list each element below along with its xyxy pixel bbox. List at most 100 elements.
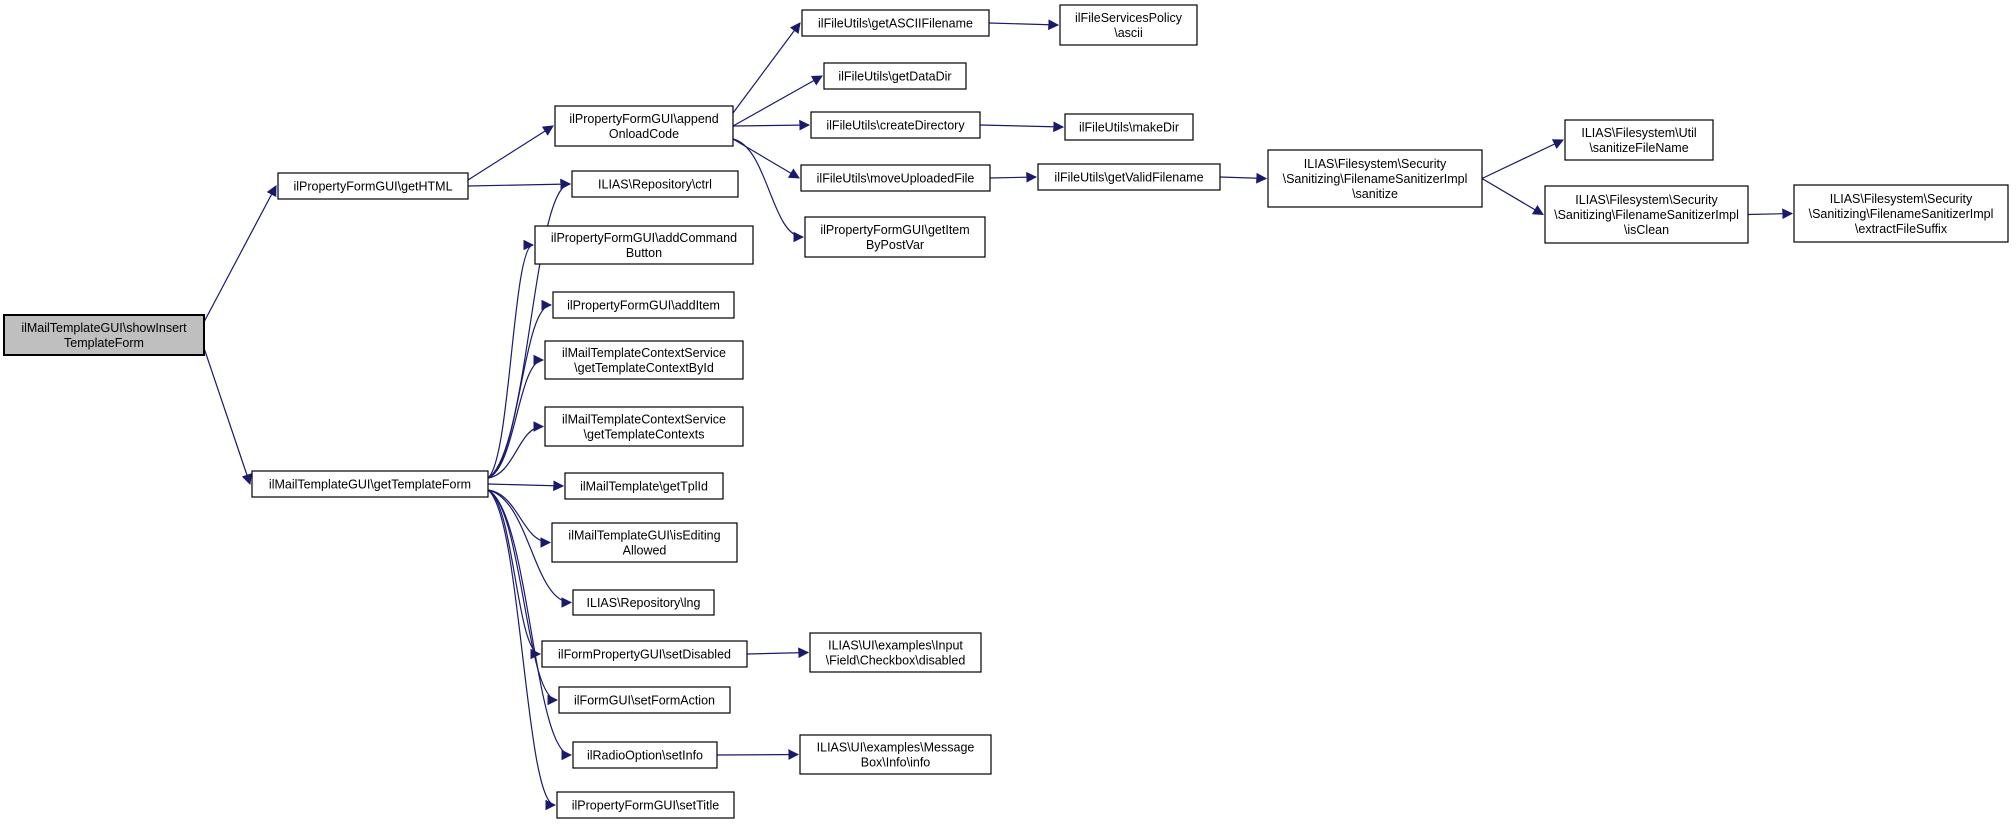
node-get-ascii-filename[interactable]: ilFileUtils\getASCIIFilename — [801, 9, 990, 37]
node-box-add-item[interactable] — [552, 291, 735, 319]
edge-sanitize-to-is-clean — [1481, 177, 1544, 216]
node-set-form-action[interactable]: ilFormGUI\setFormAction — [558, 686, 731, 714]
node-box-get-data-dir[interactable] — [823, 62, 967, 90]
node-box-get-template-context-by-id[interactable] — [544, 340, 744, 380]
node-label-add-command-button-line-1: Button — [626, 246, 662, 260]
node-move-uploaded-file[interactable]: ilFileUtils\moveUploadedFile — [800, 164, 991, 192]
node-extract-file-suffix[interactable]: ILIAS\Filesystem\Security\Sanitizing\Fil… — [1793, 184, 2009, 243]
node-box-get-valid-filename[interactable] — [1037, 163, 1221, 191]
node-sanitize[interactable]: ILIAS\Filesystem\Security\Sanitizing\Fil… — [1267, 149, 1483, 208]
node-box-checkbox-disabled[interactable] — [809, 632, 982, 673]
node-box-sanitize[interactable] — [1267, 149, 1483, 208]
node-set-info[interactable]: ilRadioOption\setInfo — [572, 741, 718, 769]
node-box-get-template-form[interactable] — [251, 470, 489, 498]
edge-append-onload-code-to-create-directory — [732, 119, 811, 131]
node-box-extract-file-suffix[interactable] — [1793, 184, 2009, 243]
node-label-is-editing-allowed-line-1: Allowed — [623, 544, 667, 558]
node-get-data-dir[interactable]: ilFileUtils\getDataDir — [823, 62, 967, 90]
edge-create-directory-to-make-dir — [979, 121, 1065, 133]
node-box-ctrl[interactable] — [571, 170, 739, 198]
node-get-html[interactable]: ilPropertyFormGUI\getHTML — [277, 172, 469, 200]
node-label-get-valid-filename-line-0: ilFileUtils\getValidFilename — [1054, 171, 1203, 185]
node-label-get-tpl-id-line-0: ilMailTemplate\getTplId — [580, 480, 708, 494]
node-box-sanitize-file-name[interactable] — [1564, 119, 1714, 161]
edge-append-onload-code-to-get-data-dir — [732, 75, 823, 127]
edge-append-onload-code-to-move-uploaded-file — [732, 138, 800, 179]
node-set-title[interactable]: ilPropertyFormGUI\setTitle — [556, 791, 735, 819]
node-box-set-disabled[interactable] — [541, 640, 748, 668]
edge-get-template-form-to-lng — [487, 489, 573, 608]
node-label-get-template-form-line-0: ilMailTemplateGUI\getTemplateForm — [269, 478, 471, 492]
node-add-item[interactable]: ilPropertyFormGUI\addItem — [552, 291, 735, 319]
edge-get-template-form-to-add-item — [487, 299, 553, 479]
edge-get-template-form-to-get-template-context-by-id — [487, 354, 545, 479]
node-checkbox-disabled[interactable]: ILIAS\UI\examples\Input\Field\Checkbox\d… — [809, 632, 982, 673]
node-make-dir[interactable]: ilFileUtils\makeDir — [1064, 113, 1194, 141]
node-box-append-onload-code[interactable] — [554, 105, 734, 147]
node-label-ascii-line-0: ilFileServicesPolicy — [1075, 11, 1183, 25]
node-is-clean[interactable]: ILIAS\Filesystem\Security\Sanitizing\Fil… — [1544, 185, 1749, 244]
node-box-get-ascii-filename[interactable] — [801, 9, 990, 37]
node-label-create-directory-line-0: ilFileUtils\createDirectory — [826, 119, 965, 133]
node-set-disabled[interactable]: ilFormPropertyGUI\setDisabled — [541, 640, 748, 668]
node-label-checkbox-disabled-line-0: ILIAS\UI\examples\Input — [828, 639, 963, 653]
node-box-lng[interactable] — [572, 589, 715, 616]
node-box-get-template-contexts[interactable] — [544, 406, 744, 447]
node-box-message-box-info[interactable] — [799, 734, 992, 775]
edge-get-ascii-filename-to-ascii — [988, 19, 1060, 31]
node-get-valid-filename[interactable]: ilFileUtils\getValidFilename — [1037, 163, 1221, 191]
node-label-show-insert-template-form-line-1: TemplateForm — [64, 336, 144, 350]
node-label-sanitize-file-name-line-0: ILIAS\Filesystem\Util — [1581, 126, 1696, 140]
edge-is-clean-to-extract-file-suffix — [1747, 208, 1794, 220]
edge-get-template-form-to-get-tpl-id — [487, 480, 565, 492]
node-box-move-uploaded-file[interactable] — [800, 164, 991, 192]
node-box-make-dir[interactable] — [1064, 113, 1194, 141]
node-label-lng-line-0: ILIAS\Repository\lng — [587, 596, 701, 610]
edge-append-onload-code-to-get-item-by-post-var — [732, 138, 805, 243]
node-get-template-contexts[interactable]: ilMailTemplateContextService\getTemplate… — [544, 406, 744, 447]
node-box-is-editing-allowed[interactable] — [551, 522, 738, 563]
node-label-get-data-dir-line-0: ilFileUtils\getDataDir — [838, 70, 951, 84]
node-get-template-context-by-id[interactable]: ilMailTemplateContextService\getTemplate… — [544, 340, 744, 380]
node-sanitize-file-name[interactable]: ILIAS\Filesystem\Util\sanitizeFileName — [1564, 119, 1714, 161]
node-box-set-info[interactable] — [572, 741, 718, 769]
node-box-set-title[interactable] — [556, 791, 735, 819]
node-lng[interactable]: ILIAS\Repository\lng — [572, 589, 715, 616]
node-label-is-editing-allowed-line-0: ilMailTemplateGUI\isEditing — [568, 529, 720, 543]
node-box-create-directory[interactable] — [810, 111, 981, 139]
node-get-template-form[interactable]: ilMailTemplateGUI\getTemplateForm — [251, 470, 489, 498]
edge-show-insert-template-form-to-get-template-form — [203, 347, 253, 486]
node-box-ascii[interactable] — [1059, 4, 1198, 46]
node-label-append-onload-code-line-0: ilPropertyFormGUI\append — [569, 112, 718, 126]
node-box-get-item-by-post-var[interactable] — [804, 216, 986, 258]
node-label-get-ascii-filename-line-0: ilFileUtils\getASCIIFilename — [818, 17, 973, 31]
node-ctrl[interactable]: ILIAS\Repository\ctrl — [571, 170, 739, 198]
node-label-ctrl-line-0: ILIAS\Repository\ctrl — [598, 178, 712, 192]
node-label-set-disabled-line-0: ilFormPropertyGUI\setDisabled — [558, 648, 731, 662]
node-box-show-insert-template-form[interactable] — [3, 314, 205, 356]
node-box-get-html[interactable] — [277, 172, 469, 200]
node-box-is-clean[interactable] — [1544, 185, 1749, 244]
node-label-ascii-line-1: \ascii — [1114, 26, 1142, 40]
node-label-set-title-line-0: ilPropertyFormGUI\setTitle — [572, 799, 720, 813]
node-label-message-box-info-line-0: ILIAS\UI\examples\Message — [817, 741, 975, 755]
node-ascii[interactable]: ilFileServicesPolicy\ascii — [1059, 4, 1198, 46]
node-box-add-command-button[interactable] — [534, 225, 754, 265]
node-label-get-template-context-by-id-line-0: ilMailTemplateContextService — [562, 346, 726, 360]
edge-get-template-form-to-ctrl — [487, 178, 572, 479]
node-get-tpl-id[interactable]: ilMailTemplate\getTplId — [564, 472, 724, 500]
node-create-directory[interactable]: ilFileUtils\createDirectory — [810, 111, 981, 139]
node-label-sanitize-line-0: ILIAS\Filesystem\Security — [1304, 157, 1447, 171]
node-label-checkbox-disabled-line-1: \Field\Checkbox\disabled — [826, 654, 966, 668]
node-label-get-html-line-0: ilPropertyFormGUI\getHTML — [293, 180, 452, 194]
edge-set-info-to-message-box-info — [716, 749, 800, 760]
node-box-set-form-action[interactable] — [558, 686, 731, 714]
node-label-sanitize-line-1: \Sanitizing\FilenameSanitizerImpl — [1283, 172, 1468, 186]
node-box-get-tpl-id[interactable] — [564, 472, 724, 500]
